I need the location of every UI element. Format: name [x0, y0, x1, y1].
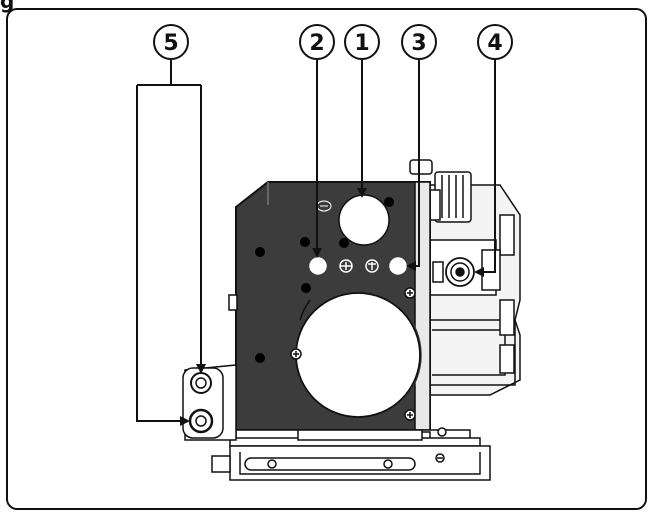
- device-illustration: [182, 159, 521, 481]
- leader-4: [474, 60, 496, 277]
- leader-5-lower: [136, 85, 190, 426]
- callout-1-label: 1: [354, 31, 369, 56]
- callout-leaders: [136, 60, 496, 426]
- left-port: [309, 257, 327, 275]
- leader-3: [406, 60, 420, 271]
- callout-2-label: 2: [309, 31, 324, 56]
- callout-5: 5: [153, 24, 189, 60]
- callout-badges: 5 2 1 3 4: [153, 24, 513, 60]
- right-port: [389, 257, 407, 275]
- callout-3: 3: [401, 24, 437, 60]
- callout-3-label: 3: [411, 31, 426, 56]
- callout-4: 4: [477, 24, 513, 60]
- round-window: [295, 292, 421, 418]
- callout-4-label: 4: [487, 31, 502, 56]
- callout-2: 2: [299, 24, 335, 60]
- figure-border: [6, 8, 647, 510]
- main-port: [338, 194, 390, 246]
- callout-1: 1: [344, 24, 380, 60]
- callout-5-label: 5: [163, 31, 178, 56]
- figure-heading: g: [0, 0, 14, 13]
